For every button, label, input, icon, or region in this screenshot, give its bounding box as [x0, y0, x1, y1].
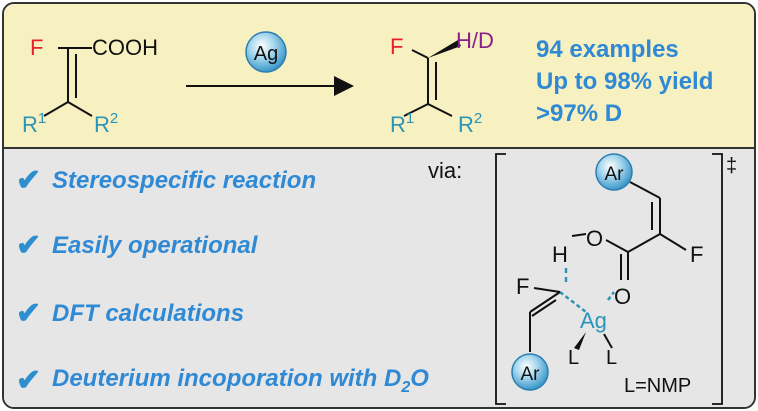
scope-stats: 94 examples Up to 98% yield >97% D	[536, 34, 713, 130]
feature-item: ✔ DFT calculations	[16, 296, 244, 332]
feature-item: ✔ Deuterium incoporation with D2O	[16, 363, 429, 399]
deuterium-incorporation: >97% D	[536, 100, 623, 127]
aryl-ball-bottom	[511, 353, 549, 391]
reactant-cooh: COOH	[92, 35, 158, 60]
silver-catalyst-ball: Ag	[245, 31, 287, 73]
catalyst-label: Ag	[254, 43, 278, 65]
silver-center: Ag	[580, 308, 607, 333]
aryl-ball-top	[595, 153, 633, 191]
product-r2: R2	[458, 110, 482, 137]
feature-label: Deuterium incoporation with D2O	[52, 365, 429, 396]
check-icon: ✔	[16, 364, 42, 397]
ligand-l2: L	[606, 347, 617, 369]
feature-label: DFT calculations	[52, 300, 245, 327]
hydrogen-label: H	[552, 242, 568, 267]
reactant-structure: F COOH R1 R2	[22, 35, 158, 137]
product-structure: F H/D R1 R2	[390, 28, 494, 137]
max-yield: Up to 98% yield	[536, 68, 714, 95]
reactant-fluorine: F	[30, 35, 43, 60]
feature-item: ✔ Stereospecific reaction	[16, 163, 316, 199]
feature-item: ✔ Easily operational	[16, 228, 257, 264]
check-icon: ✔	[16, 229, 42, 262]
fluorine-right: F	[690, 242, 703, 267]
feature-label: Stereospecific reaction	[52, 167, 317, 194]
reactant-r1: R1	[22, 110, 46, 137]
product-r1: R1	[390, 110, 414, 137]
oxygen-top: O	[586, 226, 603, 251]
reactant-r2: R2	[94, 110, 118, 137]
transition-state: via: ‡ Ar O F H O F	[428, 153, 737, 405]
ligand-definition: L=NMP	[624, 375, 691, 397]
product-fluorine: F	[390, 34, 403, 59]
via-label: via:	[428, 158, 462, 183]
check-icon: ✔	[16, 297, 42, 330]
double-dagger: ‡	[726, 155, 737, 177]
right-bracket	[712, 153, 723, 405]
aryl-top-label: Ar	[605, 164, 625, 185]
left-bracket	[495, 153, 506, 405]
fluorine-left: F	[516, 274, 529, 299]
ligand-l1: L	[568, 347, 579, 369]
product-hd-label: H/D	[456, 28, 494, 53]
examples-count: 94 examples	[536, 36, 679, 63]
check-icon: ✔	[16, 164, 42, 197]
aryl-bottom-label: Ar	[521, 364, 541, 385]
oxygen-bottom: O	[614, 284, 631, 309]
feature-label: Easily operational	[52, 232, 258, 259]
reaction-panel	[4, 4, 754, 147]
